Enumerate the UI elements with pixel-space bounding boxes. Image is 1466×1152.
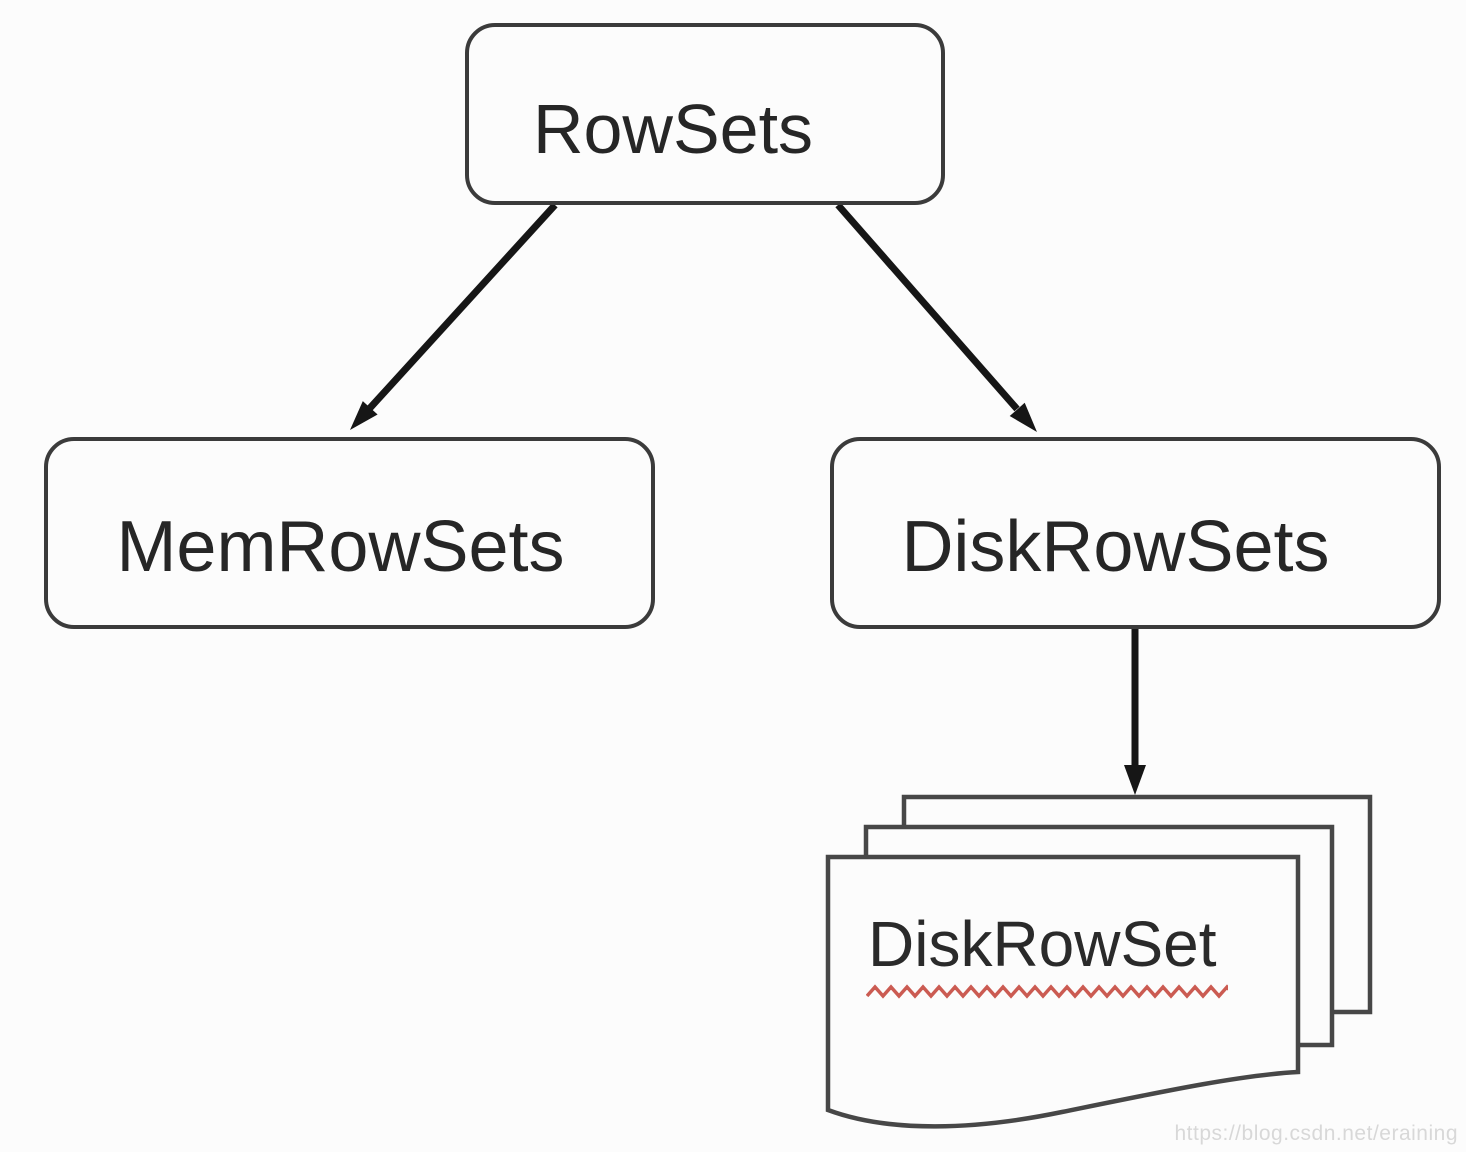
node-memrowsets-label: MemRowSets [116, 507, 565, 587]
node-rowsets-label: RowSets [532, 90, 814, 168]
edge-rowsets-to-memrowsets [350, 202, 558, 430]
node-diskrowsets: DiskRowSets [830, 437, 1441, 629]
spellcheck-squiggle-underline [866, 984, 1228, 999]
edge-rowsets-to-diskrowsets [835, 202, 1037, 432]
node-diskrowsets-label: DiskRowSets [901, 507, 1330, 587]
document-label: DiskRowSet [868, 908, 1217, 980]
node-memrowsets: MemRowSets [44, 437, 655, 629]
node-rowsets: RowSets [465, 23, 945, 205]
edge-diskrowsets-to-diskrowset [1124, 629, 1146, 795]
document-label-block: DiskRowSet [866, 908, 1228, 1000]
watermark-text: https://blog.csdn.net/eraining [1174, 1122, 1458, 1145]
